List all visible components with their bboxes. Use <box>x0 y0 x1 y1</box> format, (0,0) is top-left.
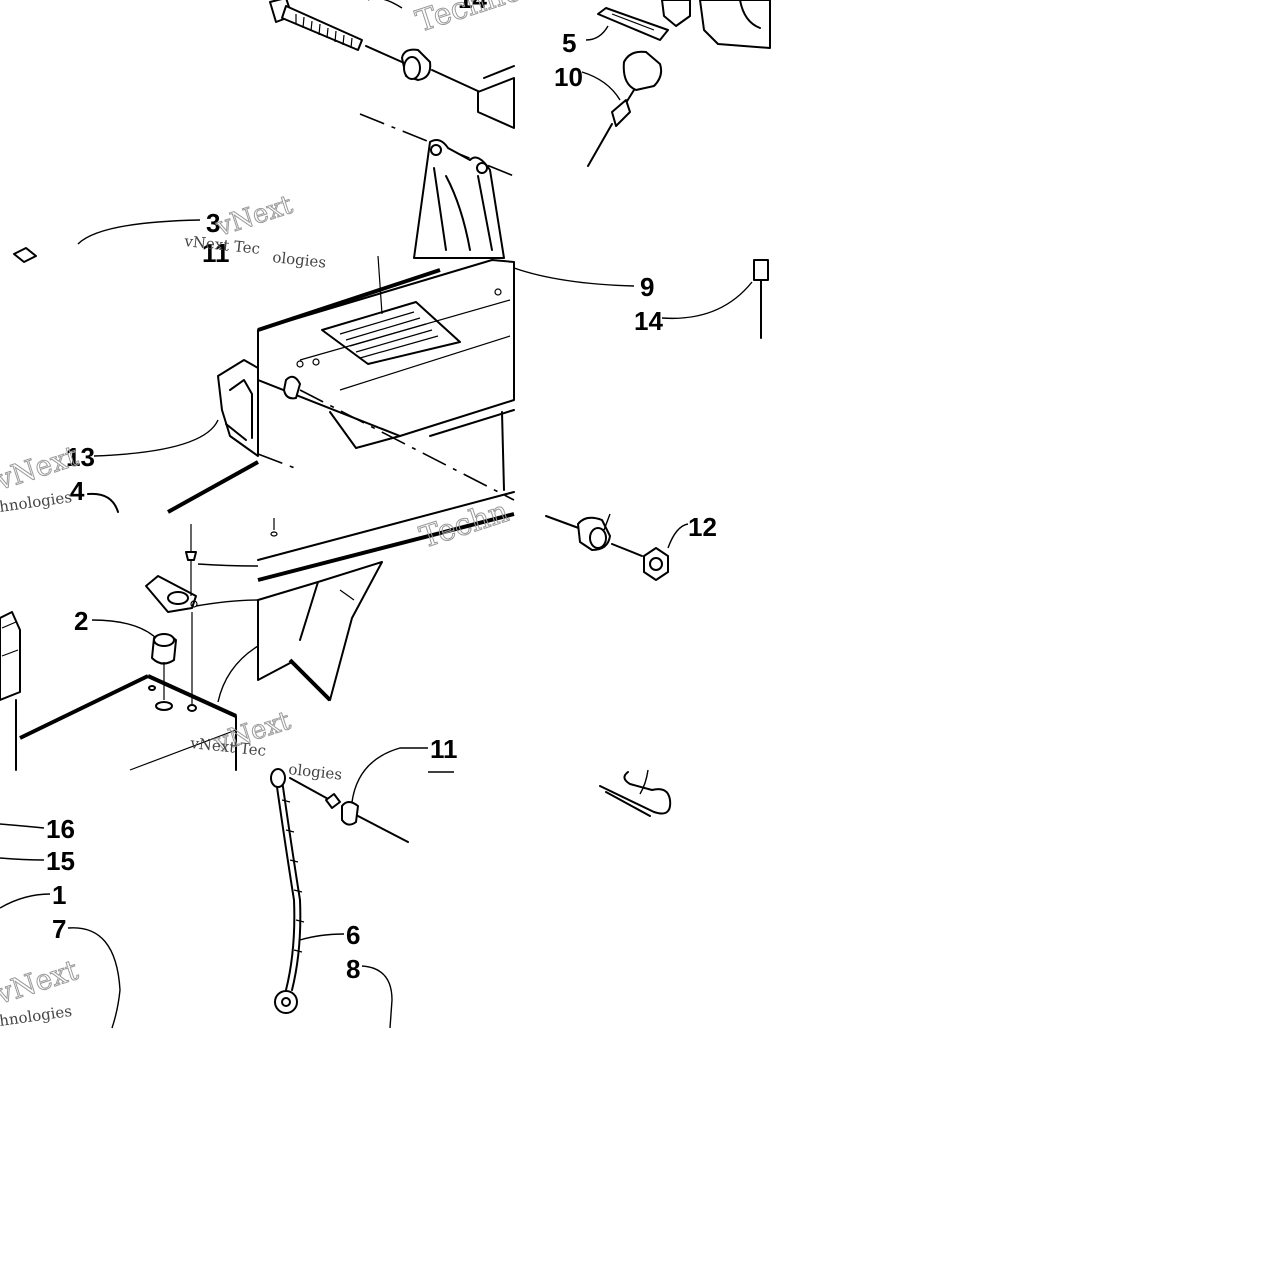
callout-1: 1 <box>52 880 66 910</box>
knob-assembly <box>587 0 771 167</box>
callout-7: 7 <box>52 914 66 944</box>
callout-2: 2 <box>74 606 88 636</box>
callout-10: 10 <box>554 62 583 92</box>
watermark: Technologies vNext vNext Tec ologies vNe… <box>0 0 612 1030</box>
leader-lines <box>0 0 753 1029</box>
callout-14: 14 <box>634 306 663 336</box>
callout-14: 14 <box>458 0 487 14</box>
left-bracket <box>13 247 259 514</box>
watermark-text: Technologies <box>412 0 612 40</box>
watermark-text: ologies <box>272 248 327 272</box>
callout-9: 9 <box>640 272 654 302</box>
watermark-text: vNext <box>212 190 297 243</box>
rivet <box>753 259 769 339</box>
callout-8: 8 <box>346 954 360 984</box>
callout-15: 15 <box>46 846 75 876</box>
callout-3: 3 <box>206 208 220 238</box>
callout-labels: 14 5 10 3 11 9 14 13 4 12 2 11 16 15 1 7… <box>46 0 717 984</box>
mount-bracket <box>413 139 505 259</box>
watermark-text: ologies <box>288 760 343 784</box>
base-plate <box>0 524 237 771</box>
nut-assembly <box>545 515 669 581</box>
bolt-assembly <box>269 0 515 177</box>
callout-5: 5 <box>562 28 576 58</box>
callout-12: 12 <box>688 512 717 542</box>
callout-16: 16 <box>46 814 75 844</box>
callout-13: 13 <box>66 442 95 472</box>
hairpin-clip <box>599 771 672 817</box>
main-plate <box>257 255 515 501</box>
callout-11: 11 <box>430 734 458 764</box>
callout-4: 4 <box>70 476 85 506</box>
watermark-text: Techn <box>416 494 513 555</box>
lanyard <box>270 768 409 1014</box>
callout-11: 11 <box>202 238 230 268</box>
lower-frame <box>257 491 515 702</box>
callout-6: 6 <box>346 920 360 950</box>
